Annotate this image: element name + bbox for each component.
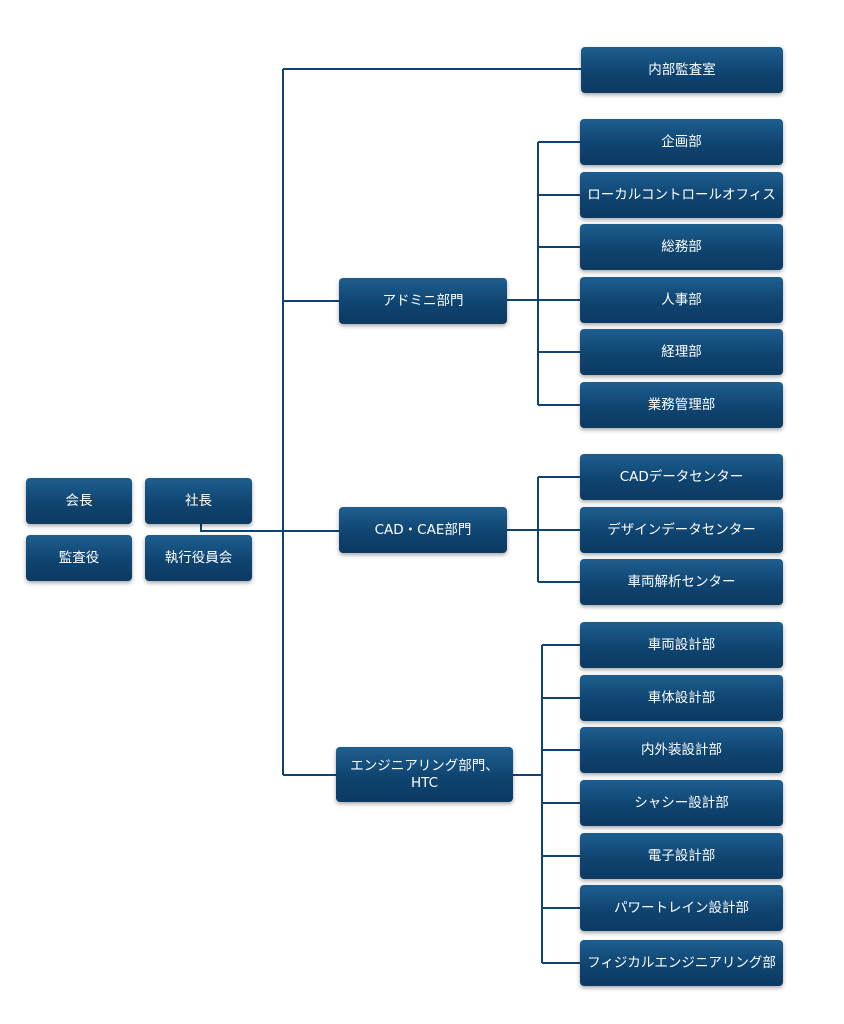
- executive-committee-box: 執行役員会: [145, 535, 252, 581]
- connector-admin-branches: [538, 141, 580, 406]
- internal-audit-box: 内部監査室: [581, 47, 783, 93]
- dept-vehicle-design-box: 車両設計部: [580, 622, 783, 668]
- connector-executive-to-trunk: [200, 523, 283, 532]
- dept-cad-data-center-box: CADデータセンター: [580, 454, 783, 500]
- dept-accounting-box: 経理部: [580, 329, 783, 375]
- dept-electronics-design-box: 電子設計部: [580, 833, 783, 879]
- dept-body-design-box: 車体設計部: [580, 675, 783, 721]
- dept-physical-engineering-box: フィジカルエンジニアリング部: [580, 940, 783, 986]
- dept-human-resources-box: 人事部: [580, 277, 783, 323]
- dept-local-control-office-box: ローカルコントロールオフィス: [580, 172, 783, 218]
- president-box: 社長: [145, 478, 252, 524]
- dept-general-affairs-box: 総務部: [580, 224, 783, 270]
- dept-planning-box: 企画部: [580, 119, 783, 165]
- dept-operations-management-box: 業務管理部: [580, 382, 783, 428]
- auditor-box: 監査役: [26, 535, 132, 581]
- dept-interior-exterior-design-box: 内外装設計部: [580, 727, 783, 773]
- division-engineering-box: エンジニアリング部門、 HTC: [336, 747, 513, 802]
- division-cad-cae-box: CAD・CAE部門: [339, 507, 507, 553]
- dept-design-data-center-box: デザインデータセンター: [580, 507, 783, 553]
- chairman-box: 会長: [26, 478, 132, 524]
- dept-chassis-design-box: シャシー設計部: [580, 780, 783, 826]
- dept-powertrain-design-box: パワートレイン設計部: [580, 885, 783, 931]
- division-admin-box: アドミニ部門: [339, 278, 507, 324]
- connector-engineering-branches: [542, 644, 580, 964]
- connector-cad-branches: [538, 476, 580, 583]
- dept-vehicle-analysis-center-box: 車両解析センター: [580, 559, 783, 605]
